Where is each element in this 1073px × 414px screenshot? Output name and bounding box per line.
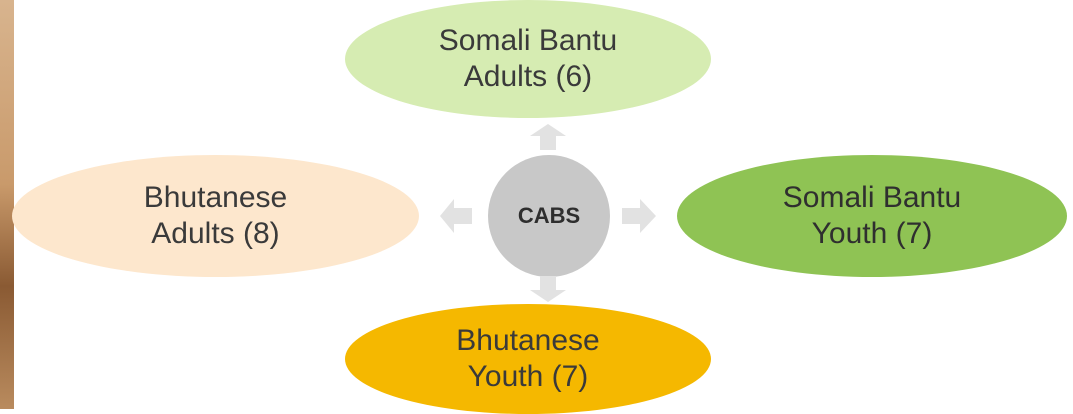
background-photo-strip <box>0 0 14 409</box>
center-node-cabs: CABS <box>488 155 610 277</box>
node-bhutanese-youth: Bhutanese Youth (7) <box>345 304 711 414</box>
arrow-down-icon <box>530 276 566 302</box>
node-bhutanese-adults: Bhutanese Adults (8) <box>12 155 419 277</box>
arrow-left-icon <box>440 199 472 233</box>
arrow-up-icon <box>530 124 566 150</box>
node-somali-bantu-adults: Somali Bantu Adults (6) <box>345 0 711 118</box>
center-label: CABS <box>517 203 581 228</box>
node-label: Somali Bantu Youth (7) <box>782 181 962 250</box>
node-label: Bhutanese Adults (8) <box>143 181 288 250</box>
node-label: Bhutanese Youth (7) <box>456 324 600 393</box>
node-label: Somali Bantu Adults (6) <box>438 24 618 93</box>
node-somali-bantu-youth: Somali Bantu Youth (7) <box>677 155 1067 277</box>
arrow-right-icon <box>622 199 656 233</box>
